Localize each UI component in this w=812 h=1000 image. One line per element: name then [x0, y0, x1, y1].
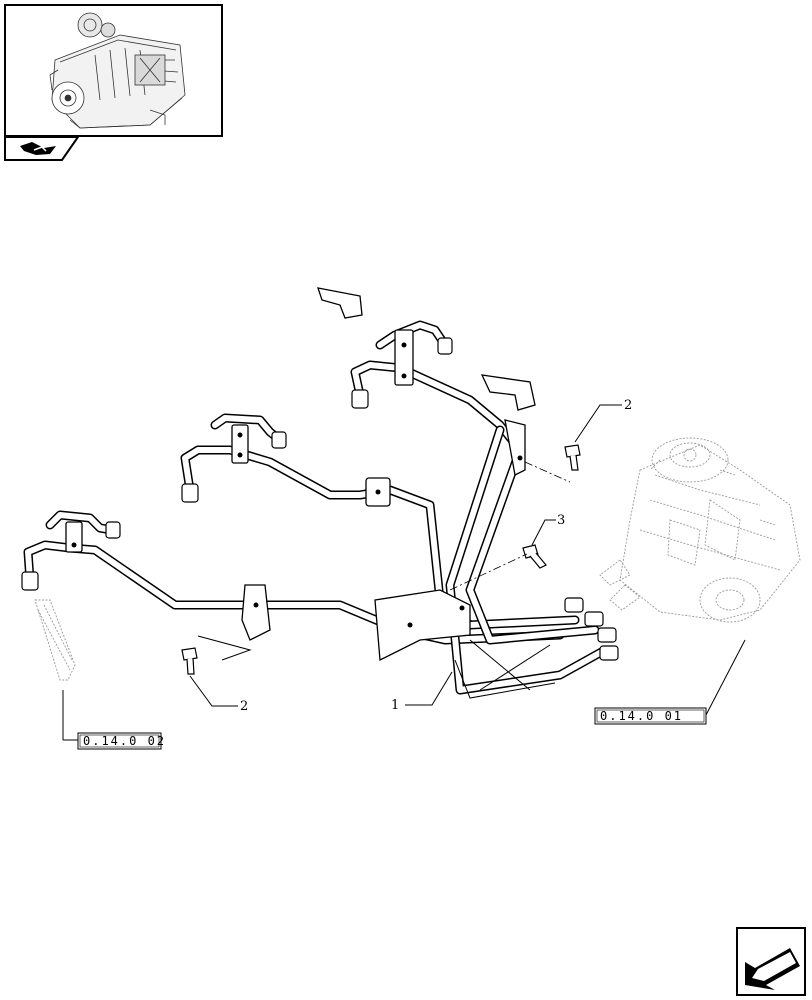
- callout-2-right: 2: [624, 398, 632, 413]
- mounting-line: [197, 635, 252, 661]
- callout-3: 3: [557, 513, 565, 528]
- ref-box-injector[interactable]: 0.14.0 02: [63, 732, 166, 750]
- next-page-arrow-icon: [745, 948, 800, 990]
- screw-center[interactable]: [522, 544, 547, 569]
- next-page-button[interactable]: [736, 927, 806, 996]
- engine-thumbnail[interactable]: [4, 4, 223, 137]
- injection-pump: [599, 437, 801, 623]
- engine-thumbnail-icon: [49, 12, 186, 129]
- injector: [34, 599, 76, 681]
- callout-2-left: 2: [240, 699, 248, 714]
- assembly-lines: [449, 461, 571, 591]
- section-badge-icon: [20, 142, 56, 155]
- fuel-pipe-harness[interactable]: [21, 287, 619, 699]
- section-badge[interactable]: [4, 136, 80, 161]
- ref-box-pump[interactable]: 0.14.0 01: [594, 707, 707, 725]
- callout-1: 1: [391, 698, 399, 713]
- screw-left[interactable]: [181, 647, 198, 675]
- ref-injector-text: 0.14.0 02: [83, 734, 166, 748]
- leaders: [62, 404, 746, 740]
- ref-pump-text: 0.14.0 01: [600, 709, 683, 723]
- screw-right[interactable]: [564, 444, 581, 471]
